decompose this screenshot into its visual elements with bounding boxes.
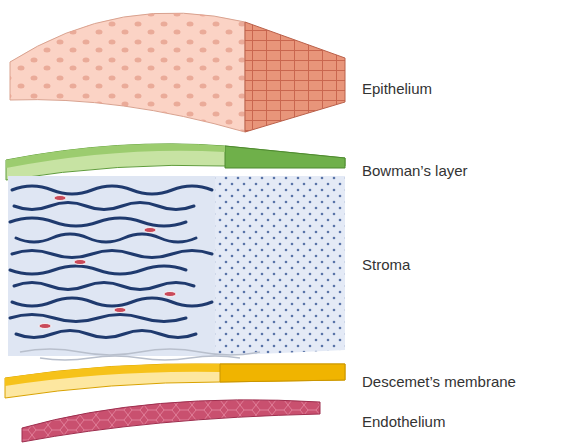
layer-label: Stroma — [362, 256, 410, 274]
layer-label: Descemet’s membrane — [362, 373, 516, 391]
layer-label: Bowman’s layer — [362, 162, 468, 180]
layer-label: Epithelium — [362, 80, 432, 98]
layer-label: Endothelium — [362, 413, 445, 431]
